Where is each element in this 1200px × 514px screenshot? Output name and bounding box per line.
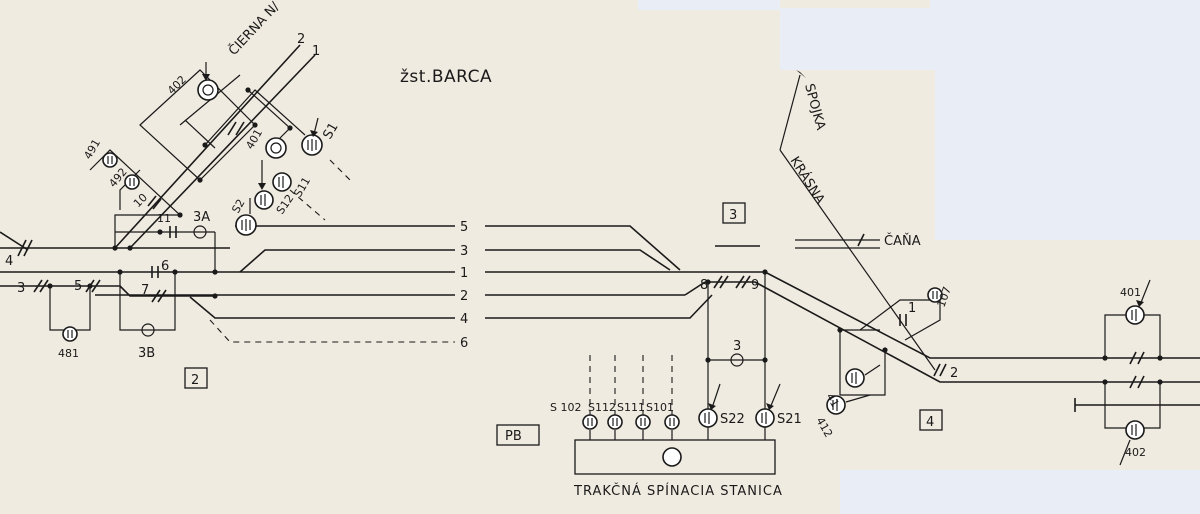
disconnector-S2 (235, 214, 257, 236)
breaker-label-5: 5 (74, 279, 82, 294)
track-label-2: 2 (460, 289, 468, 304)
track-label-3: 3 (460, 244, 468, 259)
krasna-branch (779, 70, 941, 396)
paper-sheet-top-strip (780, 0, 930, 8)
node-label-3B: 3B (138, 346, 155, 361)
disc-label-S2: S2 (229, 197, 247, 216)
disconnector-S22 (698, 408, 718, 428)
track-label-4: 4 (460, 312, 468, 327)
cierna-branch (89, 44, 351, 272)
disconnector-401 (265, 137, 287, 159)
direction-cana: ČAŇA (884, 233, 921, 249)
mainline-label-1: 1 (312, 44, 320, 59)
node-3-circle (730, 353, 744, 367)
track-label-1: 1 (460, 266, 468, 281)
disconnector-S21 (755, 408, 775, 428)
switch-right-bottom (1129, 375, 1145, 389)
switch-mid (857, 233, 865, 247)
breaker-label-11: 11 (157, 212, 171, 225)
disconnector-S102 (582, 414, 598, 430)
disc-label-S102: S 102 (550, 401, 581, 414)
station-title: žst.BARCA (400, 67, 492, 87)
disc-label-S1: S1 (320, 120, 341, 142)
disconnector-S12 (254, 190, 274, 210)
breaker-9 (735, 275, 751, 289)
track-label-5: 5 (460, 220, 468, 235)
breaker-8 (713, 275, 729, 289)
station-tracks (0, 225, 1200, 412)
disc-label-S112: S112 (588, 401, 616, 414)
node-label-3A: 3A (193, 210, 210, 225)
breaker-label-8: 8 (700, 278, 708, 293)
drive-arrows (202, 62, 1151, 466)
disconnector-S111 (635, 414, 651, 430)
breaker-6 (151, 266, 159, 278)
breaker-label-6: 6 (161, 259, 169, 274)
node-3B-circle (141, 323, 155, 337)
substation-label: TRAKČNÁ SPÍNACIA STANICA (573, 483, 783, 499)
pb-label: PB (505, 429, 522, 444)
disc-label-S111: S111 (617, 401, 645, 414)
breaker-label-9: 9 (751, 278, 759, 293)
disconnector-481 (62, 326, 78, 342)
disconnector-401-right (1125, 305, 1145, 325)
breaker-4 (17, 239, 33, 257)
disconnector-S112 (607, 414, 623, 430)
section-label-2: 2 (191, 373, 199, 388)
mainline-label-2: 2 (297, 32, 305, 47)
breaker-11 (169, 226, 177, 238)
disc-label-41: 41 (823, 391, 841, 410)
breaker-label-7: 7 (141, 283, 149, 298)
breaker-1 (899, 314, 907, 326)
section-box-2 (184, 367, 208, 389)
section-label-4: 4 (926, 415, 934, 430)
breaker-label-3: 3 (17, 281, 25, 296)
disconnector-S1 (301, 134, 323, 156)
breaker-10 (147, 195, 162, 210)
breaker-label-2: 2 (950, 366, 958, 381)
paper-sheet-left (0, 0, 720, 514)
breaker-2 (933, 363, 947, 377)
disconnector-492 (124, 174, 140, 190)
section-box-3 (722, 202, 746, 224)
breaker-label-4: 4 (5, 254, 13, 269)
node-3A-circle (193, 225, 207, 239)
disc-label-S101: S101 (646, 401, 674, 414)
breaker-symbols (17, 121, 1145, 389)
disconnector-symbols (62, 79, 1145, 440)
disc-label-481: 481 (58, 347, 79, 360)
disc-label-S22: S22 (720, 412, 745, 427)
node-label-3: 3 (733, 339, 741, 354)
junction-dots (47, 87, 1163, 385)
disc-label-402-right: 402 (1125, 446, 1146, 459)
switch-right-top (1129, 351, 1145, 365)
feeder-lines (589, 272, 766, 430)
breaker-label-1: 1 (908, 301, 916, 316)
disc-label-401-right: 401 (1120, 286, 1141, 299)
disconnector-S101 (664, 414, 680, 430)
disconnector-402-right (1125, 420, 1145, 440)
disc-label-S21: S21 (777, 412, 802, 427)
section-label-3: 3 (729, 208, 737, 223)
paper-sheet-middle (480, 10, 1200, 514)
disconnector-S11 (272, 172, 292, 192)
disconnector-107 (927, 287, 943, 303)
disconnector-412 (826, 395, 846, 415)
switch-upper (227, 121, 245, 136)
disconnector-491 (102, 152, 118, 168)
track-label-6: 6 (460, 336, 468, 351)
substation-symbol (662, 447, 682, 467)
substation-box (574, 439, 776, 475)
disconnector-41 (845, 368, 865, 388)
breaker-7 (151, 289, 167, 303)
breaker-3 (33, 279, 49, 293)
disconnector-402 (197, 79, 219, 101)
pb-box (496, 424, 540, 446)
section-box-4 (919, 409, 943, 431)
